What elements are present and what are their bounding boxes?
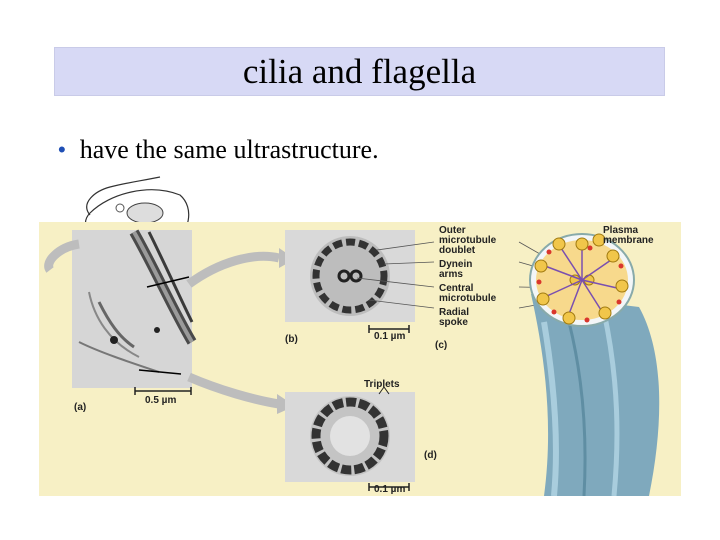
micrograph-b bbox=[285, 230, 415, 333]
cilium-3d-diagram bbox=[529, 233, 660, 496]
panel-label-b: (b) bbox=[285, 334, 298, 345]
panel-label-d: (d) bbox=[424, 450, 437, 461]
bullet-item: • have the same ultrastructure. bbox=[58, 135, 379, 165]
bullet-text: have the same ultrastructure. bbox=[79, 135, 379, 164]
panel-label-c: (c) bbox=[435, 340, 448, 351]
scale-label-d: 0.1 µm bbox=[374, 484, 406, 495]
figure-drawing bbox=[44, 229, 660, 496]
label-dynein-arms: Dynein arms bbox=[439, 259, 473, 280]
scale-label-a: 0.5 µm bbox=[145, 395, 177, 406]
title-bar: cilia and flagella bbox=[54, 47, 665, 96]
bullet-dot-icon: • bbox=[58, 137, 66, 162]
micrograph-d bbox=[285, 386, 415, 491]
scale-label-b: 0.1 µm bbox=[374, 331, 406, 342]
label-outer-doublet: Outer microtubule doublet bbox=[439, 225, 497, 256]
label-radial-spoke: Radial spoke bbox=[439, 307, 470, 328]
micrograph-a bbox=[72, 229, 197, 395]
ultrastructure-figure: Outer microtubule doublet Dynein arms Ce… bbox=[39, 222, 681, 496]
label-central-microtubule: Central microtubule bbox=[439, 283, 497, 304]
slide-title: cilia and flagella bbox=[242, 52, 477, 91]
label-plasma-membrane: Plasma membrane bbox=[603, 225, 654, 246]
arrows bbox=[44, 239, 281, 409]
panel-label-a: (a) bbox=[74, 402, 87, 413]
label-triplets: Triplets bbox=[364, 379, 400, 390]
